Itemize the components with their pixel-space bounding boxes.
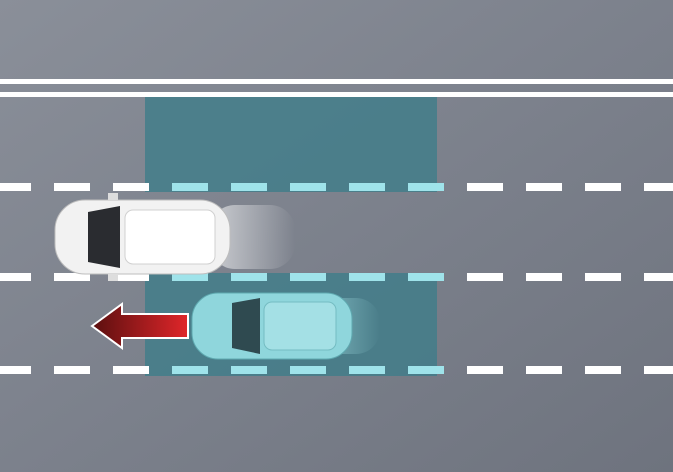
lane-dash <box>290 366 326 374</box>
lane-dash <box>113 183 149 191</box>
detection-zone-top <box>145 97 437 192</box>
host-car <box>54 193 295 281</box>
lane-dash <box>113 366 149 374</box>
dashed-lane-lines <box>0 183 673 374</box>
lane-dash <box>54 273 90 281</box>
lane-dash <box>113 273 149 281</box>
lane-dash <box>290 273 326 281</box>
lane-dash <box>585 273 621 281</box>
arrow-left-icon <box>90 302 189 350</box>
windshield <box>232 298 260 354</box>
lane-dash <box>467 366 503 374</box>
lane-dash <box>349 366 385 374</box>
lane-dash <box>467 183 503 191</box>
lane-dash <box>231 273 267 281</box>
lane-dash <box>290 183 326 191</box>
lane-dash <box>0 366 31 374</box>
lane-dash <box>585 183 621 191</box>
lane-dash <box>54 183 90 191</box>
lane-dash <box>585 366 621 374</box>
lane-dash <box>349 273 385 281</box>
lane-dash <box>0 183 31 191</box>
lane-dash <box>644 273 673 281</box>
lane-dash <box>54 366 90 374</box>
lane-dash <box>467 273 503 281</box>
lane-dash <box>526 183 562 191</box>
lane-dash <box>644 366 673 374</box>
lane-dash <box>172 366 208 374</box>
lane-dash <box>349 183 385 191</box>
lane-dash <box>526 366 562 374</box>
lane-dash <box>231 183 267 191</box>
lane-dash <box>408 366 444 374</box>
lane-dash <box>408 273 444 281</box>
solid-double-lane-line <box>0 79 673 97</box>
lane-dash <box>526 273 562 281</box>
lane-dash <box>0 273 31 281</box>
target-car <box>191 292 380 360</box>
lane-dash <box>172 273 208 281</box>
lane-dash <box>231 366 267 374</box>
lane-dash <box>408 183 444 191</box>
windshield <box>88 206 120 268</box>
lane-dash <box>644 183 673 191</box>
lane-dash <box>172 183 208 191</box>
